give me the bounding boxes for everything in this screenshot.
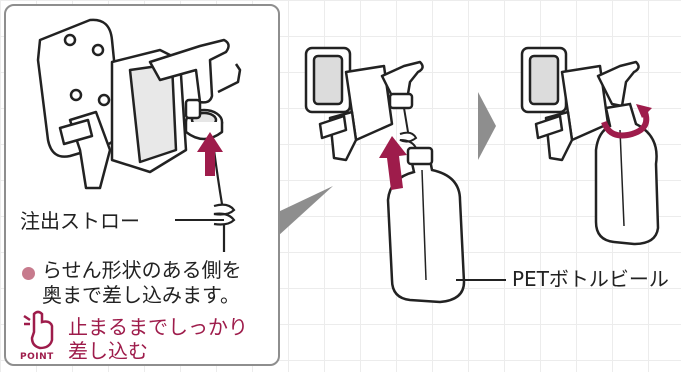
zoomed-dispenser <box>36 18 242 190</box>
callout-pointer <box>278 186 333 236</box>
bullet-text-line1: らせん形状のある側を <box>42 258 242 282</box>
middle-straw <box>399 107 418 149</box>
point-word: POINT <box>20 352 54 362</box>
bullet-text-line2: 奥まで差し込みます。 <box>42 283 240 307</box>
point-text-line1: 止まるまでしっかり <box>68 315 248 339</box>
pointing-hand-icon <box>23 310 54 350</box>
insert-arrow-icon-middle <box>379 136 407 190</box>
point-text-line2: 差し込む <box>68 339 148 363</box>
rotate-arrow-icon <box>601 108 650 139</box>
right-dispenser <box>520 46 640 162</box>
next-step-arrow-icon <box>478 92 496 160</box>
insert-arrow-icon <box>197 132 223 176</box>
straw-zoomed <box>212 149 236 252</box>
bottle-label: PETボトルビール <box>512 267 669 291</box>
right-bottle <box>594 102 660 246</box>
middle-dispenser <box>304 46 424 162</box>
rotate-arrowhead <box>636 104 652 118</box>
bullet-dot <box>22 267 35 280</box>
straw-label: 注出ストロー <box>20 209 140 233</box>
